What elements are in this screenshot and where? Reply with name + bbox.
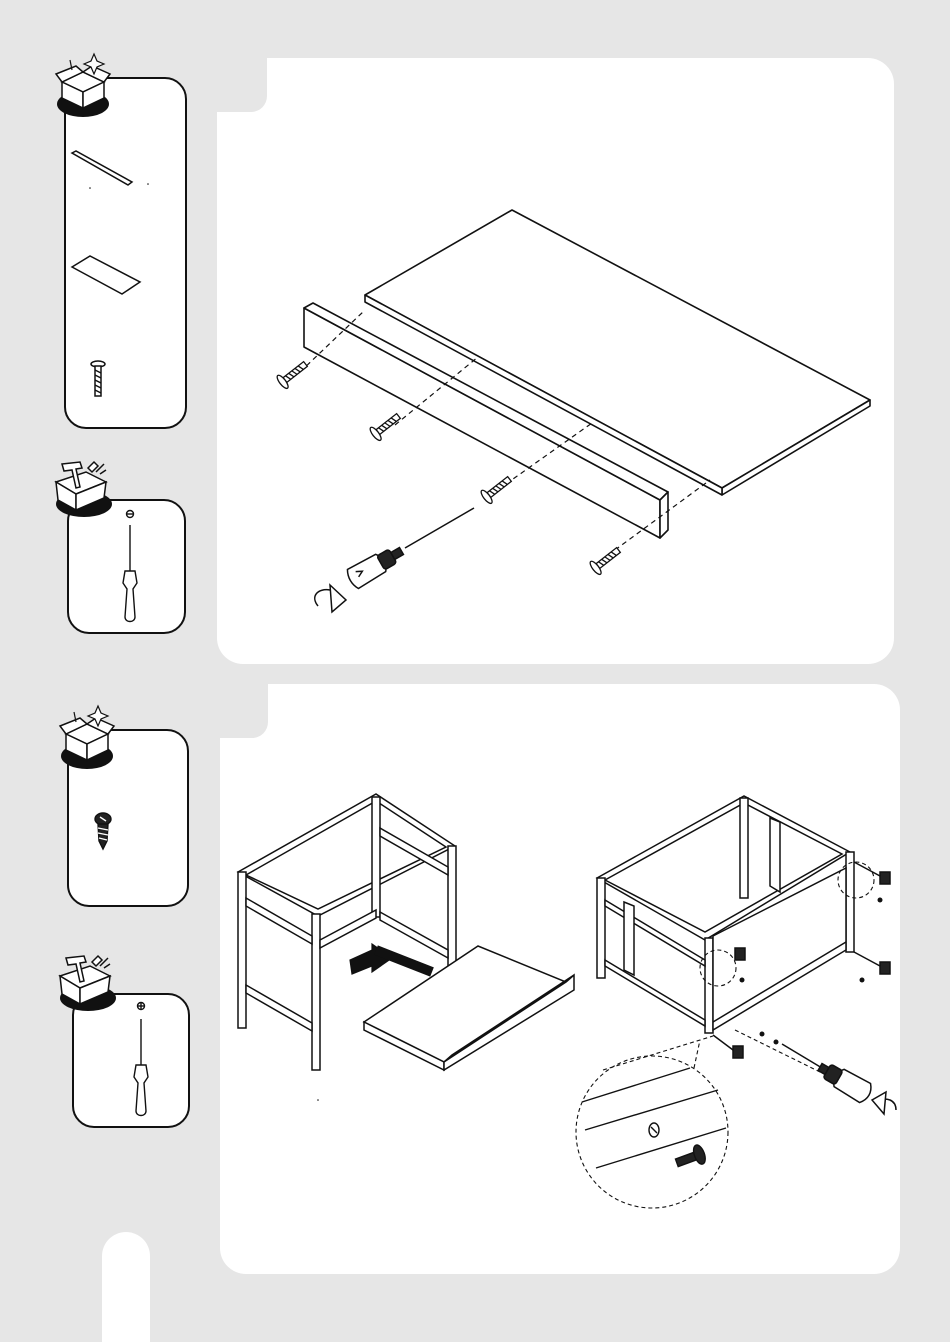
step-1-parts-box <box>64 77 187 429</box>
toolbox-badge-icon <box>46 454 120 520</box>
parts-badge-icon <box>50 48 114 120</box>
rail-end-face <box>660 492 668 538</box>
toolbox-badge-icon <box>50 948 124 1014</box>
screwdriver-illustration <box>315 508 474 612</box>
phillips-screwdriver-icon <box>123 510 137 621</box>
insert-arrow <box>350 944 432 974</box>
page-number <box>102 1232 150 1342</box>
phillips-screwdriver-icon <box>134 1002 148 1115</box>
flat-board-part <box>72 256 140 294</box>
assembled-frame-right <box>597 796 890 1058</box>
step-1-illustration <box>217 58 894 664</box>
narrow-rail-part <box>72 151 132 185</box>
shelf-board <box>364 946 574 1070</box>
screwdriver-illustration <box>782 1044 896 1114</box>
step-1-panel <box>217 58 894 664</box>
parts-badge-icon <box>54 700 118 772</box>
step-2-panel <box>220 684 900 1274</box>
long-wood-screw-part <box>91 361 105 396</box>
step-2-illustration <box>220 684 900 1274</box>
short-wafer-head-screw-icon <box>95 813 111 849</box>
